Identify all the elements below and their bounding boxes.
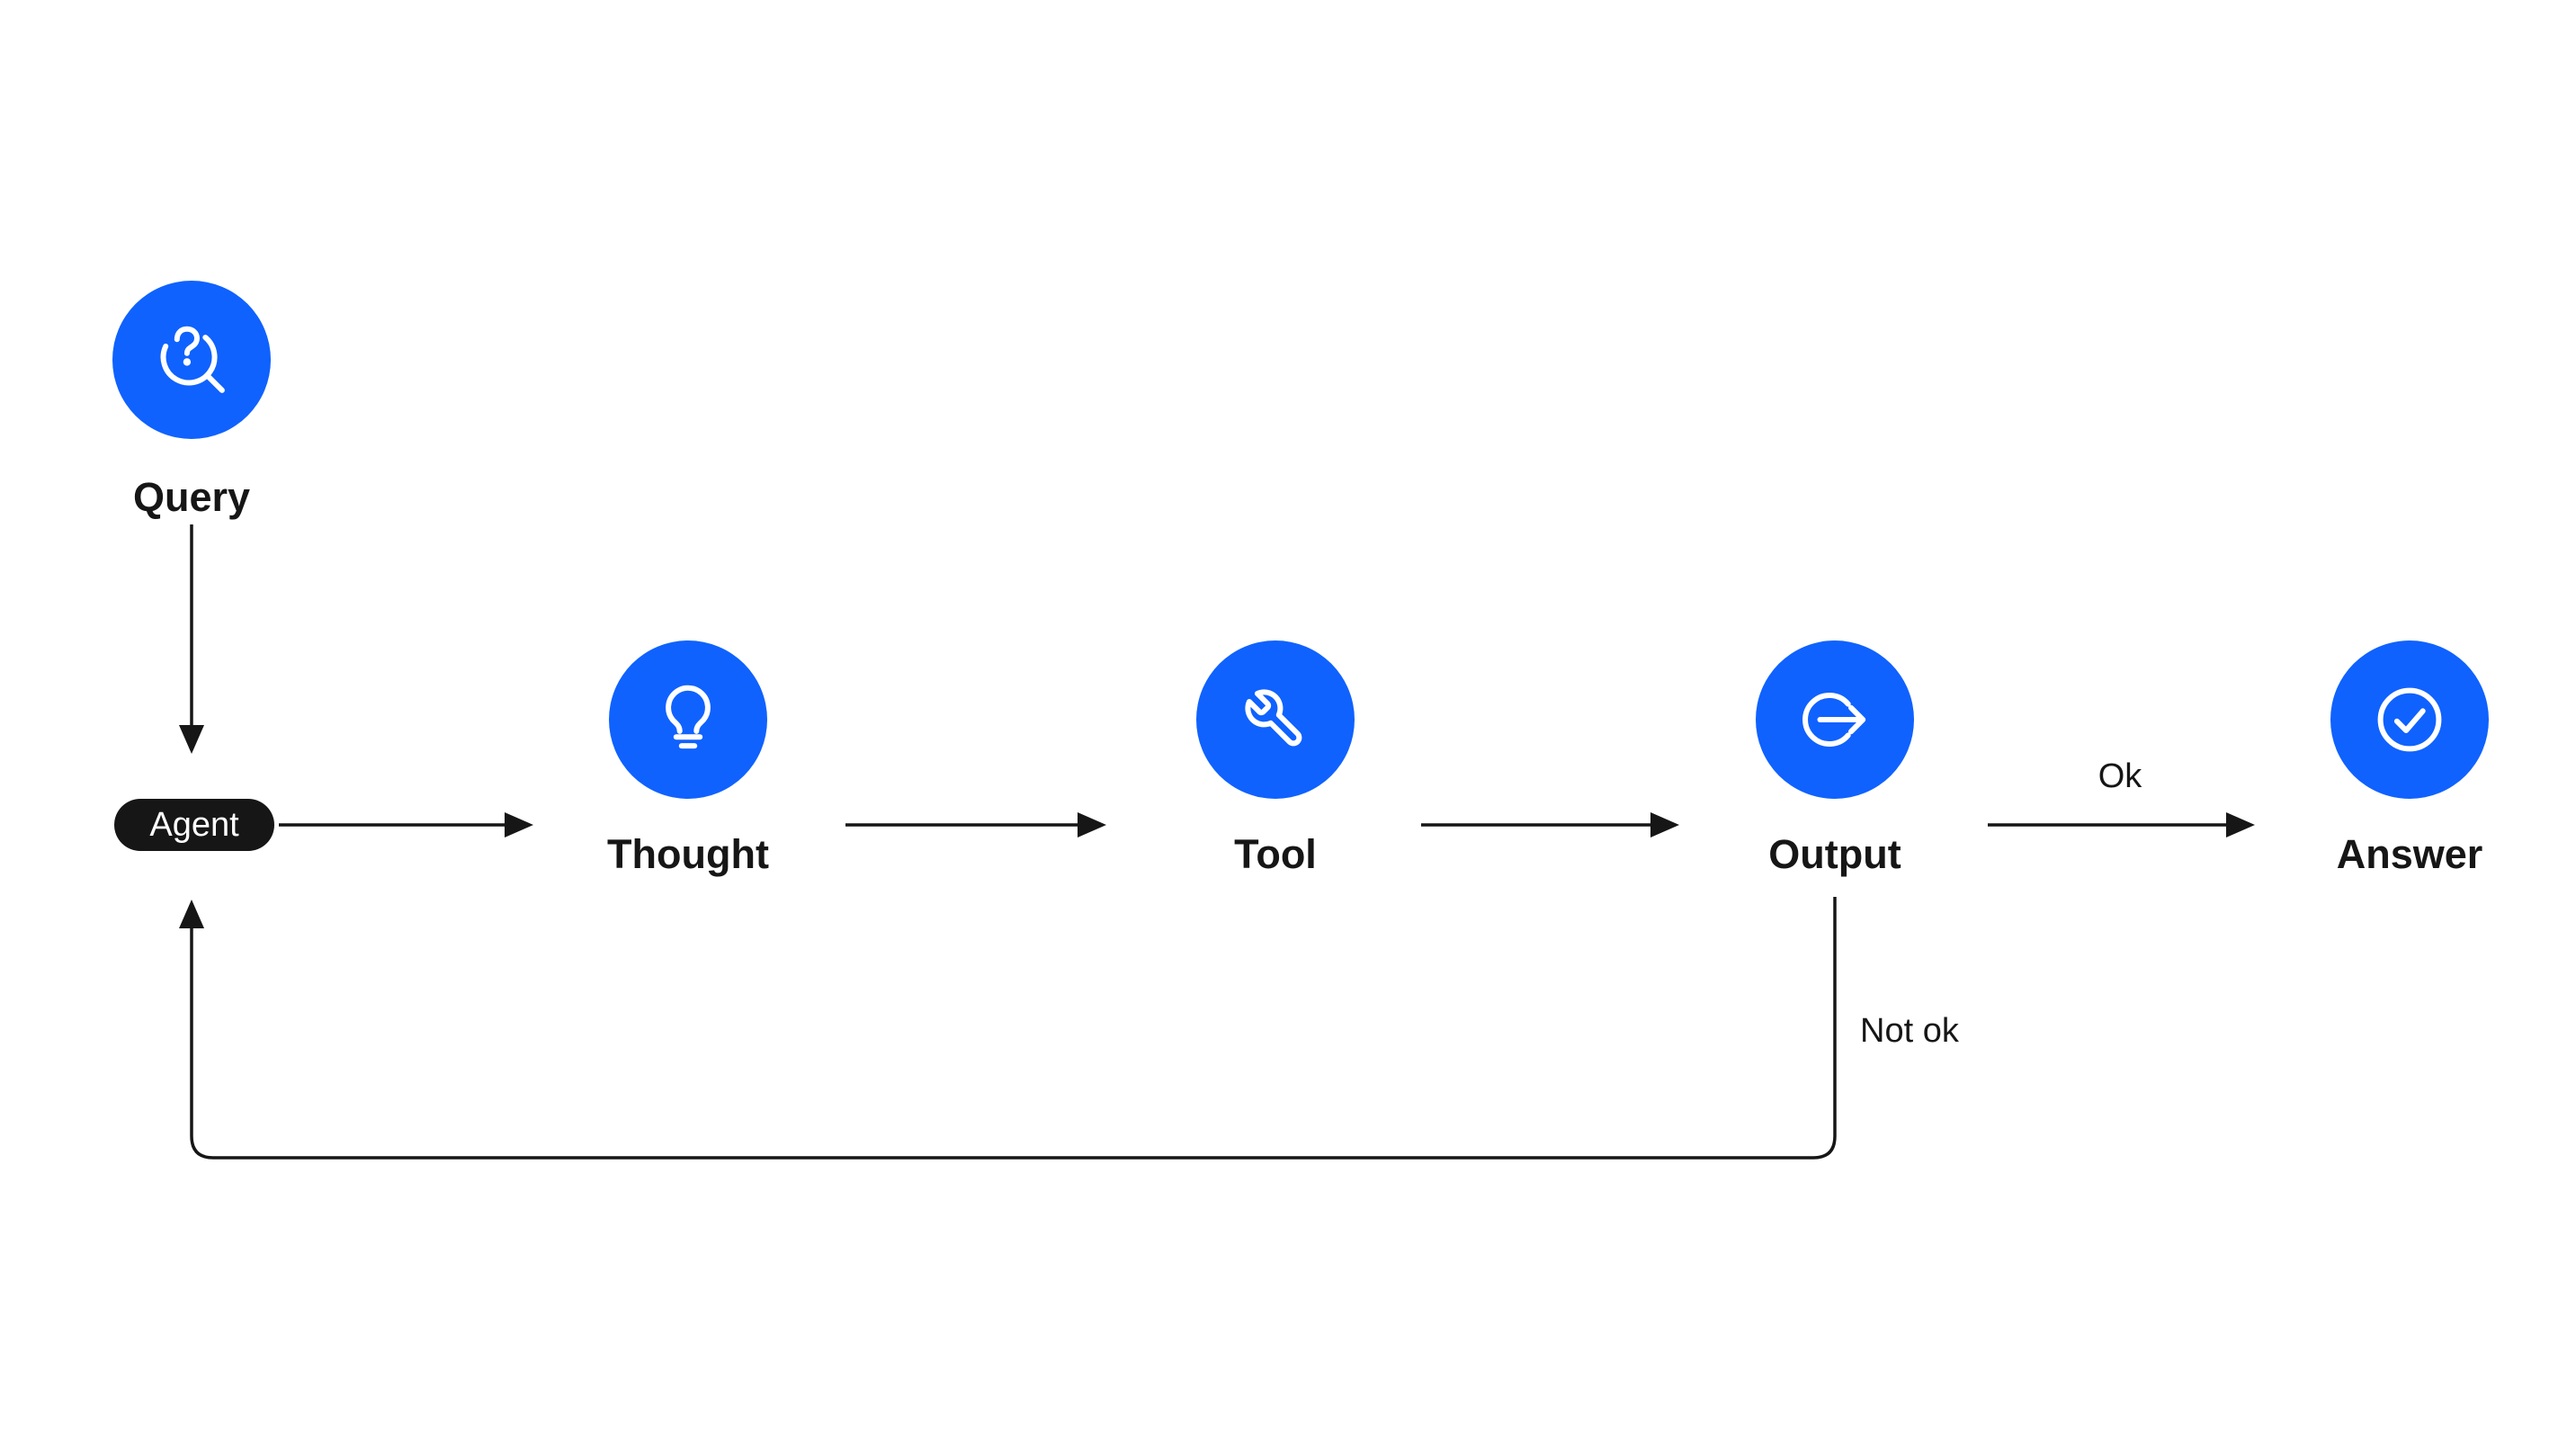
- edge-agent-thought: [279, 812, 533, 837]
- node-agent: Agent: [114, 799, 274, 851]
- check-circle-icon: [2377, 687, 2442, 752]
- node-output: [1756, 640, 1914, 799]
- edge-thought-tool: [845, 812, 1106, 837]
- node-label-query: Query: [132, 474, 251, 520]
- edge-output-agent-loop: [179, 897, 1837, 1160]
- node-label-tool: Tool: [1234, 831, 1317, 877]
- edge-query-agent: [179, 524, 204, 754]
- node-label-answer: Answer: [2336, 831, 2483, 877]
- node-answer: [2330, 640, 2489, 799]
- edge-label-not-ok: Not ok: [1860, 1012, 1959, 1050]
- node-query: [112, 281, 271, 439]
- node-label-output: Output: [1768, 831, 1901, 877]
- node-label-agent: Agent: [149, 806, 239, 844]
- node-label-thought: Thought: [607, 831, 769, 877]
- search-question-icon: [160, 326, 225, 393]
- export-arrow-icon: [1802, 693, 1866, 747]
- edge-output-answer: [1988, 812, 2255, 837]
- edge-tool-output: [1421, 812, 1679, 837]
- lightbulb-icon: [666, 685, 711, 749]
- node-thought: [609, 640, 767, 799]
- node-tool: [1196, 640, 1355, 799]
- edge-label-ok: Ok: [2097, 757, 2142, 795]
- wrench-icon: [1245, 689, 1302, 747]
